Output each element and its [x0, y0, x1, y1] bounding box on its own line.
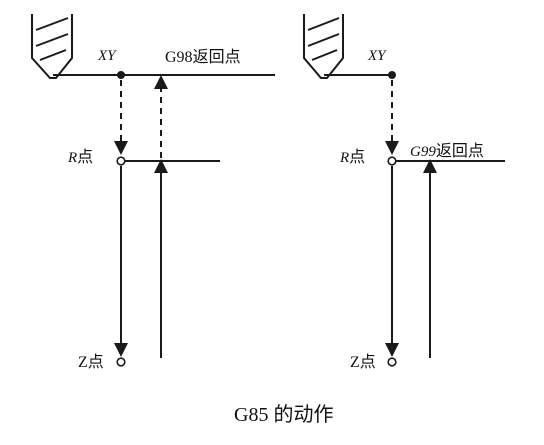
z-suffix: 点 — [88, 353, 104, 371]
xy-point — [117, 71, 125, 79]
drill-tool-icon — [303, 14, 344, 79]
z-point — [116, 357, 126, 367]
r-label: R点 — [339, 148, 365, 166]
z-suffix: 点 — [360, 353, 376, 371]
z-letter: Z — [350, 354, 360, 371]
g99-diagram: XY G99返回点 R点 Z点 — [303, 14, 505, 371]
return-label: G99返回点 — [410, 142, 484, 160]
return-label: G98返回点 — [165, 48, 241, 66]
r-suffix: 点 — [77, 148, 93, 166]
r-letter: R — [67, 150, 77, 166]
z-point — [387, 357, 397, 367]
r-suffix: 点 — [349, 148, 365, 166]
r-letter: R — [339, 150, 349, 166]
z-letter: Z — [78, 354, 88, 371]
return-suffix: 返回点 — [436, 142, 484, 160]
xy-label: XY — [367, 48, 387, 64]
return-code: G98 — [165, 49, 193, 66]
z-label: Z点 — [350, 353, 376, 371]
return-code: G99 — [410, 144, 436, 160]
r-point — [116, 156, 126, 166]
return-suffix: 返回点 — [193, 48, 241, 66]
g98-diagram: XY G98返回点 R点 Z点 — [31, 14, 275, 371]
xy-label: XY — [97, 48, 117, 64]
z-label: Z点 — [78, 353, 104, 371]
r-point — [387, 156, 397, 166]
r-label: R点 — [67, 148, 93, 166]
drill-tool-icon — [31, 14, 73, 79]
figure-caption: G85 的动作 — [234, 403, 333, 426]
xy-point — [388, 71, 396, 79]
